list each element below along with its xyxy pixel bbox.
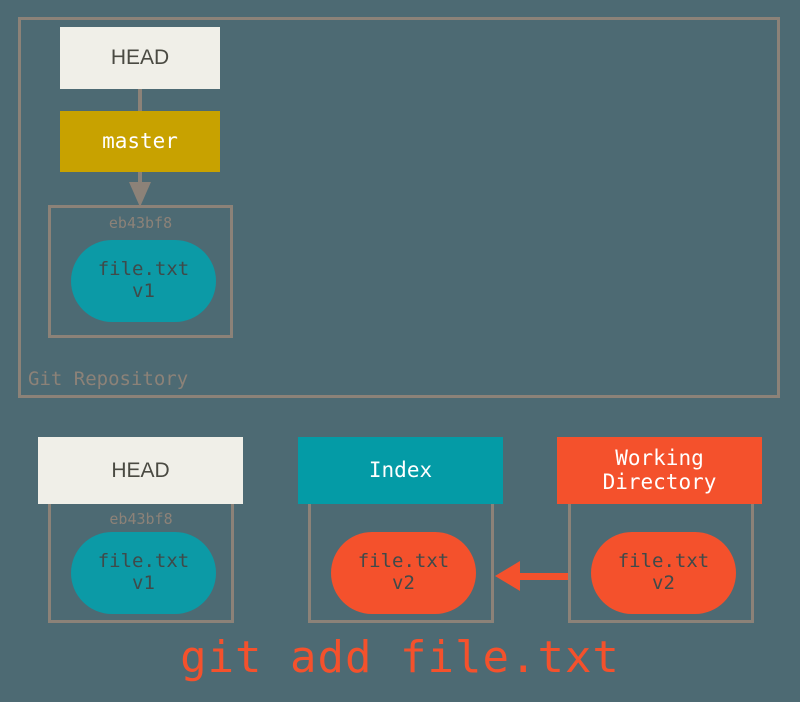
repo-commit-blob[interactable]: file.txt v1 <box>71 240 216 322</box>
master-branch-label: master <box>102 128 178 153</box>
head-to-master-connector <box>138 89 142 111</box>
repo-commit-blob-version: v1 <box>132 280 155 302</box>
repo-commit-blob-filename: file.txt <box>97 258 190 281</box>
master-to-commit-arrow-shaft <box>138 172 142 184</box>
index-area-box: file.txt v2 <box>308 504 494 623</box>
index-area-label: Index <box>368 457 433 482</box>
command-caption: git add file.txt <box>180 632 620 683</box>
head-area-blob-version: v1 <box>132 572 155 594</box>
working-directory-area-box: file.txt v2 <box>568 504 754 623</box>
repo-head-box[interactable]: HEAD <box>60 27 220 89</box>
master-to-commit-arrow-icon <box>129 182 151 207</box>
head-area-box: eb43bf8 file.txt v1 <box>48 504 234 623</box>
repo-commit-box: eb43bf8 file.txt v1 <box>48 205 233 338</box>
index-area-blob[interactable]: file.txt v2 <box>331 532 476 614</box>
index-area-header[interactable]: Index <box>298 437 503 504</box>
head-area-blob-filename: file.txt <box>97 550 190 573</box>
master-branch-box[interactable]: master <box>60 111 220 172</box>
working-directory-area-blob-filename: file.txt <box>617 550 710 573</box>
working-directory-to-index-arrow-icon <box>495 561 520 591</box>
working-directory-area-label: Working Directory <box>602 445 717 494</box>
working-directory-area-header[interactable]: Working Directory <box>557 437 762 504</box>
git-repository-label: Git Repository <box>28 368 189 390</box>
working-directory-area-blob-version: v2 <box>652 572 675 594</box>
head-area-header[interactable]: HEAD <box>38 437 243 504</box>
repo-head-label: HEAD <box>110 46 170 70</box>
index-area-blob-version: v2 <box>392 572 415 594</box>
repo-commit-sha: eb43bf8 <box>108 214 173 232</box>
head-area-blob[interactable]: file.txt v1 <box>71 532 216 614</box>
working-directory-area-blob[interactable]: file.txt v2 <box>591 532 736 614</box>
working-directory-to-index-arrow-shaft <box>520 573 568 580</box>
head-area-label: HEAD <box>111 458 170 482</box>
index-area-blob-filename: file.txt <box>357 550 450 573</box>
git-repository-frame <box>18 17 780 398</box>
head-area-sha: eb43bf8 <box>109 510 173 528</box>
